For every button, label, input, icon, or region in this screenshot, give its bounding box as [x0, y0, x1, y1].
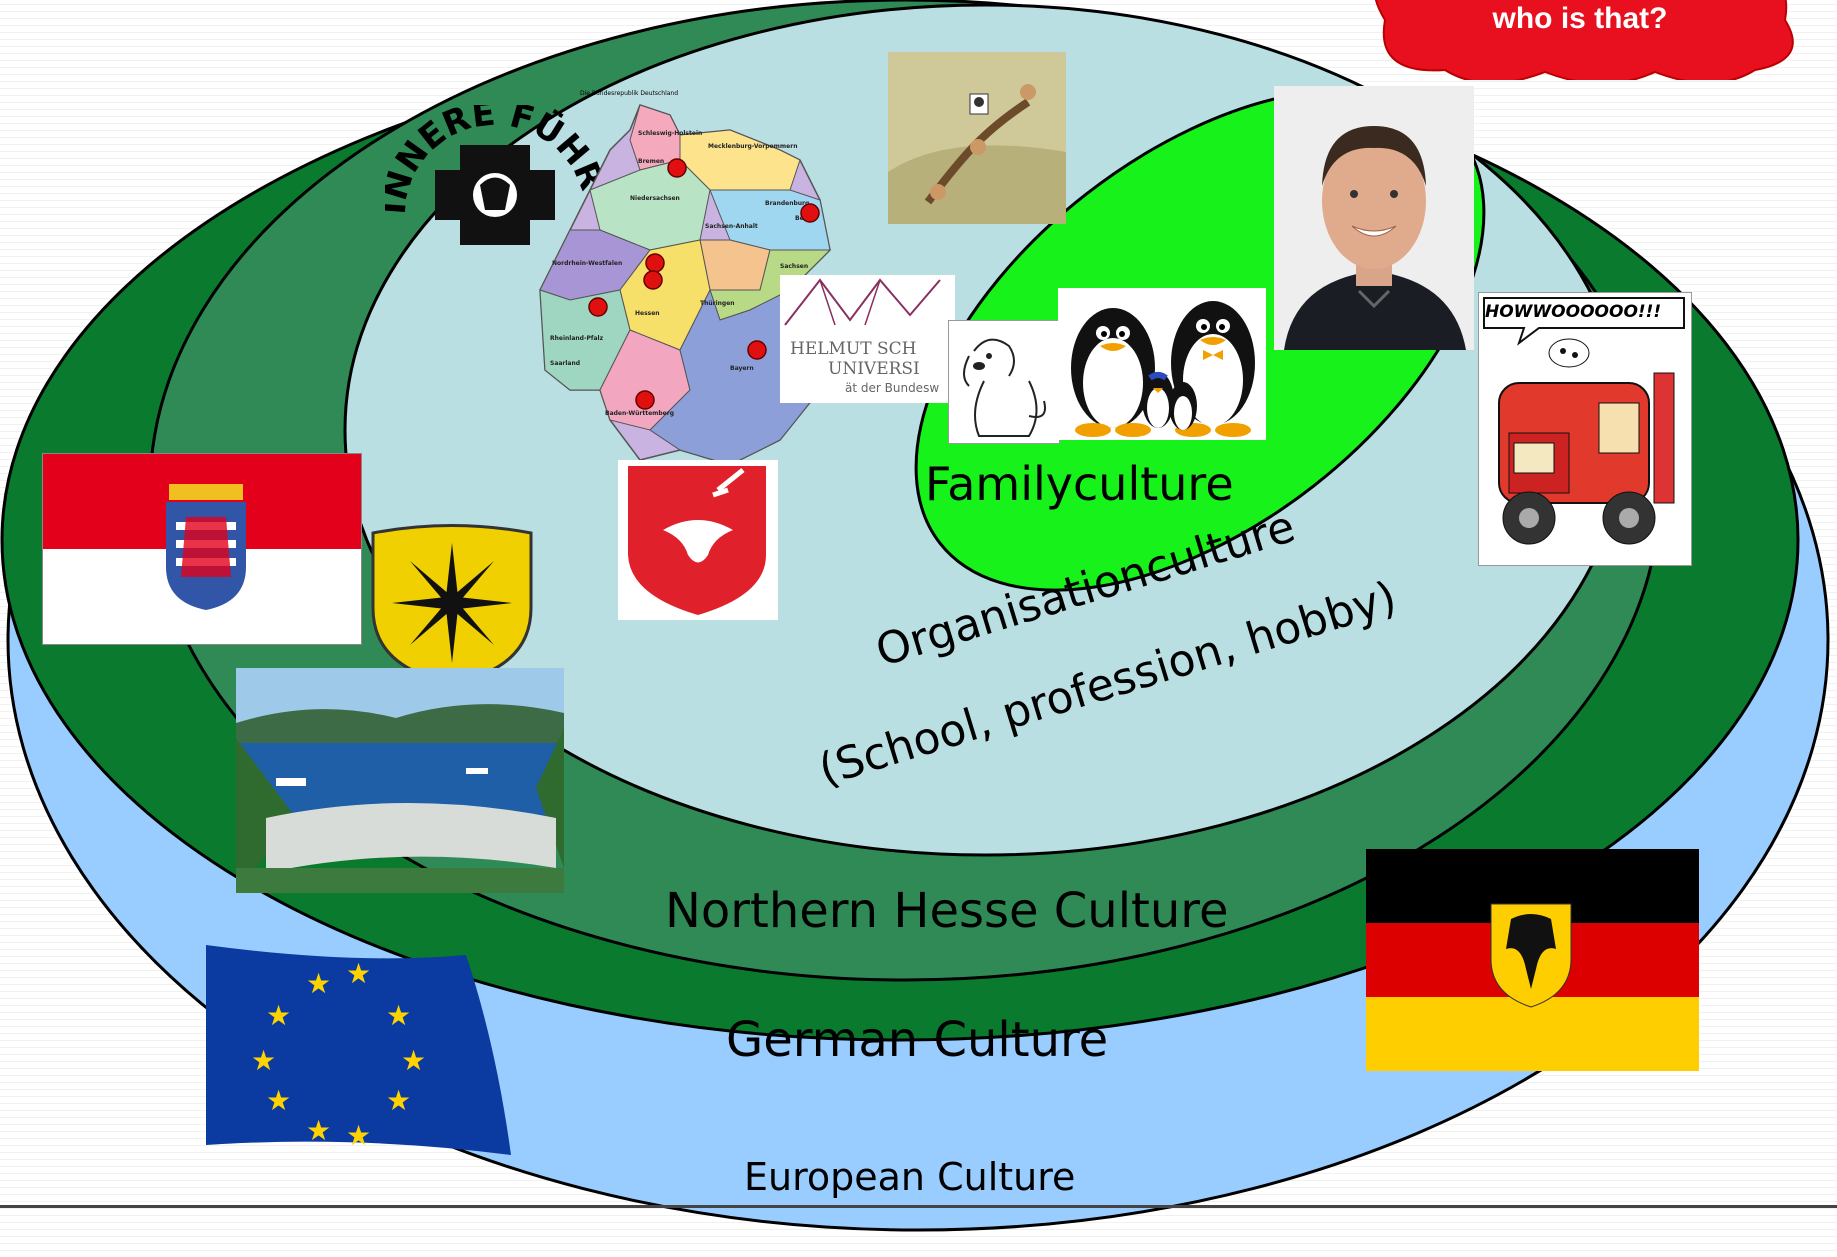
hesse-flag — [42, 453, 362, 645]
svg-text:★: ★ — [306, 967, 331, 1000]
germany-map: Die Bundesrepublik Deutschland Schleswig… — [530, 90, 860, 465]
dog-drawing — [948, 320, 1060, 444]
map-label-sh: Schleswig-Holstein — [638, 130, 702, 137]
edersee-dam-photo — [236, 668, 564, 893]
map-label-sn: Sachsen — [780, 263, 808, 270]
european-culture-label: European Culture — [744, 1155, 1076, 1199]
map-label-he: Hessen — [635, 310, 660, 317]
german-culture-label: German Culture — [726, 1012, 1109, 1068]
cartoon-caption: HOWWOOOOOO!!! — [1485, 302, 1662, 322]
kassel-coat-of-arms — [618, 460, 778, 620]
map-label-mv: Mecklenburg-Vorpommern — [708, 143, 797, 150]
svg-text:★: ★ — [266, 999, 291, 1032]
map-label-bb: Brandenburg — [765, 200, 809, 207]
svg-text:★: ★ — [306, 1114, 331, 1147]
university-name-line2: UNIVERSI — [828, 359, 920, 379]
svg-text:★: ★ — [266, 1084, 291, 1117]
svg-text:★: ★ — [401, 1044, 426, 1077]
map-label-ni: Niedersachsen — [630, 195, 680, 202]
map-label-st: Sachsen-Anhalt — [705, 223, 758, 230]
speech-bubble — [1375, 0, 1794, 80]
svg-text:★: ★ — [346, 1119, 371, 1152]
svg-text:★: ★ — [346, 957, 371, 990]
innere-fuehrung-emblem: INNERE FÜHRUNG — [385, 105, 605, 245]
university-name-line3: ät der Bundesw — [845, 381, 940, 395]
map-label-th: Thüringen — [700, 300, 735, 307]
svg-text:★: ★ — [251, 1044, 276, 1077]
map-label-rp: Rheinland-Pfalz — [550, 335, 604, 342]
svg-text:★: ★ — [386, 999, 411, 1032]
map-label-nw: Nordrhein-Westfalen — [552, 260, 622, 267]
teamwork-cartoon-image — [888, 52, 1066, 224]
portrait-photo — [1274, 86, 1474, 350]
northern-hesse-culture-label: Northern Hesse Culture — [665, 883, 1229, 939]
firefighter-dog-cartoon: HOWWOOOOOO!!! — [1478, 292, 1692, 566]
family-culture-label: Familyculture — [925, 457, 1234, 511]
svg-text:★: ★ — [386, 1084, 411, 1117]
map-label-bw: Baden-Württemberg — [605, 410, 674, 417]
university-name-line1: HELMUT SCH — [790, 339, 917, 359]
bottom-divider — [0, 1205, 1837, 1208]
map-label-by: Bayern — [730, 365, 754, 372]
speech-bubble-text: who is that? — [1492, 2, 1668, 35]
tux-penguins-image — [1058, 288, 1266, 440]
map-label-hb: Bremen — [638, 158, 664, 165]
map-title: Die Bundesrepublik Deutschland — [580, 90, 678, 97]
waldeck-coat-of-arms — [368, 518, 536, 686]
university-logo: HELMUT SCH UNIVERSI ät der Bundesw — [780, 275, 955, 403]
map-label-sl: Saarland — [550, 360, 580, 367]
germany-flag — [1366, 849, 1699, 1071]
eu-flag: ★ ★ ★ ★ ★ ★ ★ ★ ★ ★ — [206, 945, 511, 1155]
